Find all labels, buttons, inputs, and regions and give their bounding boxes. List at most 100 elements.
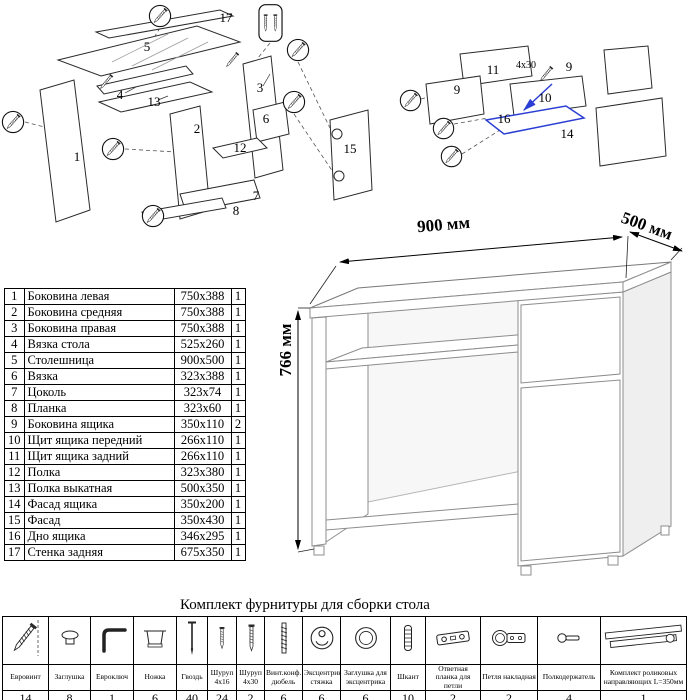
part-number: 14	[4, 496, 25, 513]
hardware-item-qty: 2	[236, 690, 265, 700]
hardware-item-label: Ножка	[133, 663, 177, 692]
hardware-item-label: Петля накладная	[480, 663, 538, 692]
hardware-item-qty: 10	[390, 690, 426, 700]
blue-arrow	[523, 83, 553, 111]
hardware-item-qty: 6	[133, 690, 177, 700]
desk-drawer-front	[520, 296, 621, 384]
part-desk-rail	[96, 65, 194, 95]
part-name: Боковина ящика	[23, 416, 175, 433]
part-name: Боковина правая	[23, 320, 175, 337]
pointer-lines	[124, 73, 271, 101]
part-number: 11	[4, 448, 25, 465]
part-qty: 1	[230, 496, 246, 513]
desk-foot	[607, 555, 619, 566]
hardware-item-label: Эксцентрик стяжка	[302, 663, 341, 692]
hardware-item-qty: 6	[340, 690, 391, 700]
screw-callout-icon	[102, 138, 123, 159]
drawer-bottom-highlight	[484, 105, 586, 135]
part-name: Полка выкатная	[23, 480, 175, 497]
dimension-width-label: 900 мм	[416, 213, 471, 237]
part-number: 17	[4, 544, 25, 561]
part-size: 750x388	[173, 288, 232, 305]
bolt-pair-icon	[259, 5, 282, 42]
part-name: Планка	[23, 400, 175, 417]
part-number-label: 3	[257, 80, 264, 95]
part-number: 4	[4, 336, 25, 353]
hardware-item-label: Заглушка	[48, 663, 91, 692]
hardware-kit-title: Комплект фурнитуры для сборки стола	[180, 597, 430, 613]
part-name: Дно ящика	[23, 528, 175, 545]
part-tabletop	[56, 25, 242, 77]
part-drawer-side-left	[425, 75, 485, 125]
part-size: 266x110	[173, 432, 232, 449]
part-number-label: 10	[539, 90, 552, 105]
screw-callout-icon	[400, 90, 420, 110]
part-qty: 1	[230, 544, 246, 561]
hardware-icons-row	[2, 616, 687, 665]
part-qty: 1	[230, 352, 246, 369]
part-name: Столешница	[23, 352, 175, 369]
tabletop-hatching	[111, 33, 209, 71]
part-number-label: 9	[566, 59, 573, 74]
hardware-labels-row: Евровинт Заглушка Евроключ Ножка Гвоздь …	[2, 663, 687, 692]
screw-size-note: 4x30	[516, 60, 536, 71]
part-number-label: 7	[253, 188, 260, 203]
part-number: 2	[4, 304, 25, 321]
hinge-icon	[480, 616, 538, 665]
part-name: Боковина средняя	[23, 304, 175, 321]
screw-callout-icon	[441, 146, 461, 166]
cam-cap-icon	[340, 616, 391, 665]
part-size: 350x200	[173, 496, 232, 513]
part-number-label: 11	[487, 62, 500, 77]
part-number: 5	[4, 352, 25, 369]
hardware-item-qty: 2	[425, 690, 481, 700]
part-number: 15	[4, 512, 25, 529]
dimension-line-width	[339, 234, 623, 265]
part-name: Щит ящика передний	[23, 432, 175, 449]
part-number-label: 12	[234, 140, 247, 155]
hardware-table: Евровинт Заглушка Евроключ Ножка Гвоздь …	[2, 616, 687, 700]
hardware-item-label: Шуруп 4x30	[236, 663, 265, 692]
hardware-item-label: Ответная планка для петли	[425, 663, 481, 692]
part-number-label: 8	[233, 203, 240, 218]
desk-left-side-inner	[325, 299, 369, 543]
part-qty: 1	[230, 528, 246, 545]
cap-icon	[48, 616, 91, 665]
screw-4x16-icon	[207, 616, 237, 665]
screw-callout-icon	[283, 91, 304, 112]
part-size: 675x350	[173, 544, 232, 561]
nail-icon	[176, 616, 208, 665]
screw-callout-icon	[149, 5, 170, 26]
hardware-item-label: Евроключ	[90, 663, 134, 692]
part-number-label: 6	[263, 111, 270, 126]
hinge-icon	[331, 128, 343, 140]
part-number-label: 5	[144, 39, 151, 54]
dowel-screw-icon	[264, 616, 303, 665]
part-left-side	[39, 79, 91, 223]
part-size: 266x110	[173, 448, 232, 465]
hex-key-icon	[90, 616, 134, 665]
part-qty: 1	[230, 432, 246, 449]
desk-tabletop-side-edge	[622, 261, 672, 293]
dowel-icon	[390, 616, 426, 665]
shelf-pin-icon	[537, 616, 601, 665]
part-name: Вязка	[23, 368, 175, 385]
part-drawer-facade	[595, 97, 667, 167]
hardware-item-label: Полкодержатель	[537, 663, 601, 692]
part-qty: 1	[230, 384, 246, 401]
hardware-item-label: Гвоздь	[176, 663, 208, 692]
part-size: 750x388	[173, 320, 232, 337]
part-number-label: 17	[220, 10, 234, 25]
desk-right-side	[622, 271, 672, 557]
part-number-label: 9	[454, 82, 461, 97]
part-number-label: 4	[117, 87, 124, 102]
screw-callout-icon	[142, 205, 163, 226]
